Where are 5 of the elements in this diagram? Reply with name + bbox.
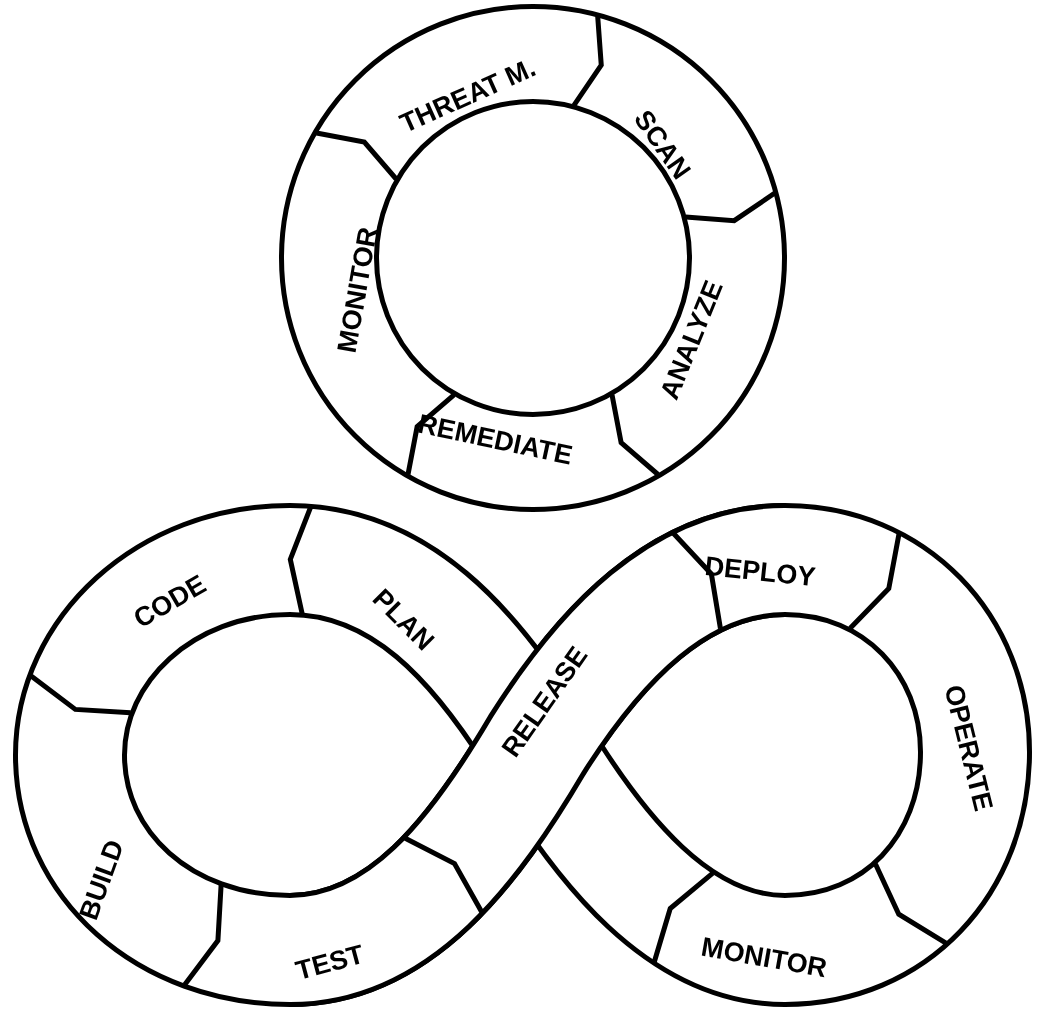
stage-label: MONITOR <box>333 225 383 355</box>
stage-label: BUILD <box>75 836 129 924</box>
stage-label: DEPLOY <box>703 552 817 592</box>
stage-label: TEST <box>293 941 367 985</box>
stage-label: MONITOR <box>699 933 829 983</box>
